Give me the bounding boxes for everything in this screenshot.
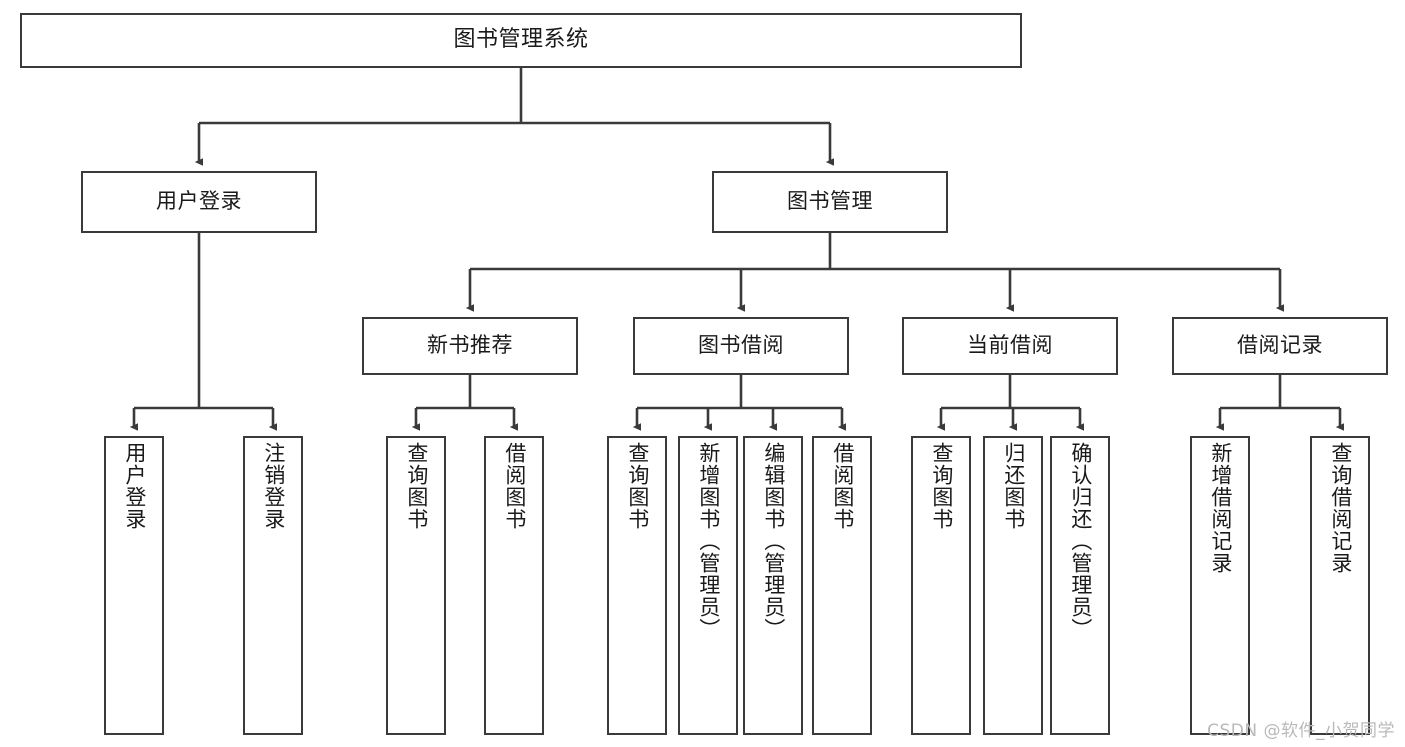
node-leaf_cb_return[interactable]: 归还图书 bbox=[983, 436, 1043, 735]
node-label-borrow_record: 借阅记录 bbox=[1237, 333, 1323, 358]
node-label-leaf_user_logout: 注销登录 bbox=[261, 442, 286, 530]
node-user_login[interactable]: 用户登录 bbox=[81, 171, 317, 233]
node-label-user_login: 用户登录 bbox=[156, 189, 242, 214]
node-leaf_user_login[interactable]: 用户登录 bbox=[104, 436, 164, 735]
node-label-book_borrow: 图书借阅 bbox=[698, 333, 784, 358]
node-current_borrow[interactable]: 当前借阅 bbox=[902, 317, 1118, 375]
node-label-leaf_br_query: 查询借阅记录 bbox=[1328, 442, 1353, 574]
csdn-watermark: CSDN @软件_小贺同学 bbox=[1207, 721, 1395, 741]
node-new_book_rec[interactable]: 新书推荐 bbox=[362, 317, 578, 375]
node-label-leaf_nb_borrow: 借阅图书 bbox=[502, 442, 527, 530]
node-borrow_record[interactable]: 借阅记录 bbox=[1172, 317, 1388, 375]
node-label-leaf_bb_query: 查询图书 bbox=[625, 442, 650, 530]
node-book_borrow[interactable]: 图书借阅 bbox=[633, 317, 849, 375]
node-book_manage[interactable]: 图书管理 bbox=[712, 171, 948, 233]
node-leaf_bb_add[interactable]: 新增图书（管理员） bbox=[678, 436, 738, 735]
node-label-leaf_cb_confirm: 确认归还（管理员） bbox=[1068, 442, 1093, 640]
node-label-leaf_bb_edit: 编辑图书（管理员） bbox=[761, 442, 786, 640]
node-leaf_bb_borrow[interactable]: 借阅图书 bbox=[812, 436, 872, 735]
node-label-leaf_bb_borrow: 借阅图书 bbox=[830, 442, 855, 530]
node-leaf_nb_borrow[interactable]: 借阅图书 bbox=[484, 436, 544, 735]
node-leaf_cb_confirm[interactable]: 确认归还（管理员） bbox=[1050, 436, 1110, 735]
node-label-leaf_bb_add: 新增图书（管理员） bbox=[696, 442, 721, 640]
node-label-leaf_br_add: 新增借阅记录 bbox=[1208, 442, 1233, 574]
node-leaf_br_add[interactable]: 新增借阅记录 bbox=[1190, 436, 1250, 735]
node-leaf_bb_query[interactable]: 查询图书 bbox=[607, 436, 667, 735]
node-leaf_user_logout[interactable]: 注销登录 bbox=[243, 436, 303, 735]
node-label-leaf_cb_query: 查询图书 bbox=[929, 442, 954, 530]
node-leaf_bb_edit[interactable]: 编辑图书（管理员） bbox=[743, 436, 803, 735]
node-label-current_borrow: 当前借阅 bbox=[967, 333, 1053, 358]
node-label-leaf_cb_return: 归还图书 bbox=[1001, 442, 1026, 530]
node-root[interactable]: 图书管理系统 bbox=[20, 13, 1022, 68]
node-label-book_manage: 图书管理 bbox=[787, 189, 873, 214]
node-label-root: 图书管理系统 bbox=[453, 27, 589, 53]
node-leaf_cb_query[interactable]: 查询图书 bbox=[911, 436, 971, 735]
node-label-leaf_user_login: 用户登录 bbox=[122, 442, 147, 530]
node-leaf_br_query[interactable]: 查询借阅记录 bbox=[1310, 436, 1370, 735]
node-leaf_nb_query[interactable]: 查询图书 bbox=[386, 436, 446, 735]
node-label-leaf_nb_query: 查询图书 bbox=[404, 442, 429, 530]
node-label-new_book_rec: 新书推荐 bbox=[427, 333, 513, 358]
